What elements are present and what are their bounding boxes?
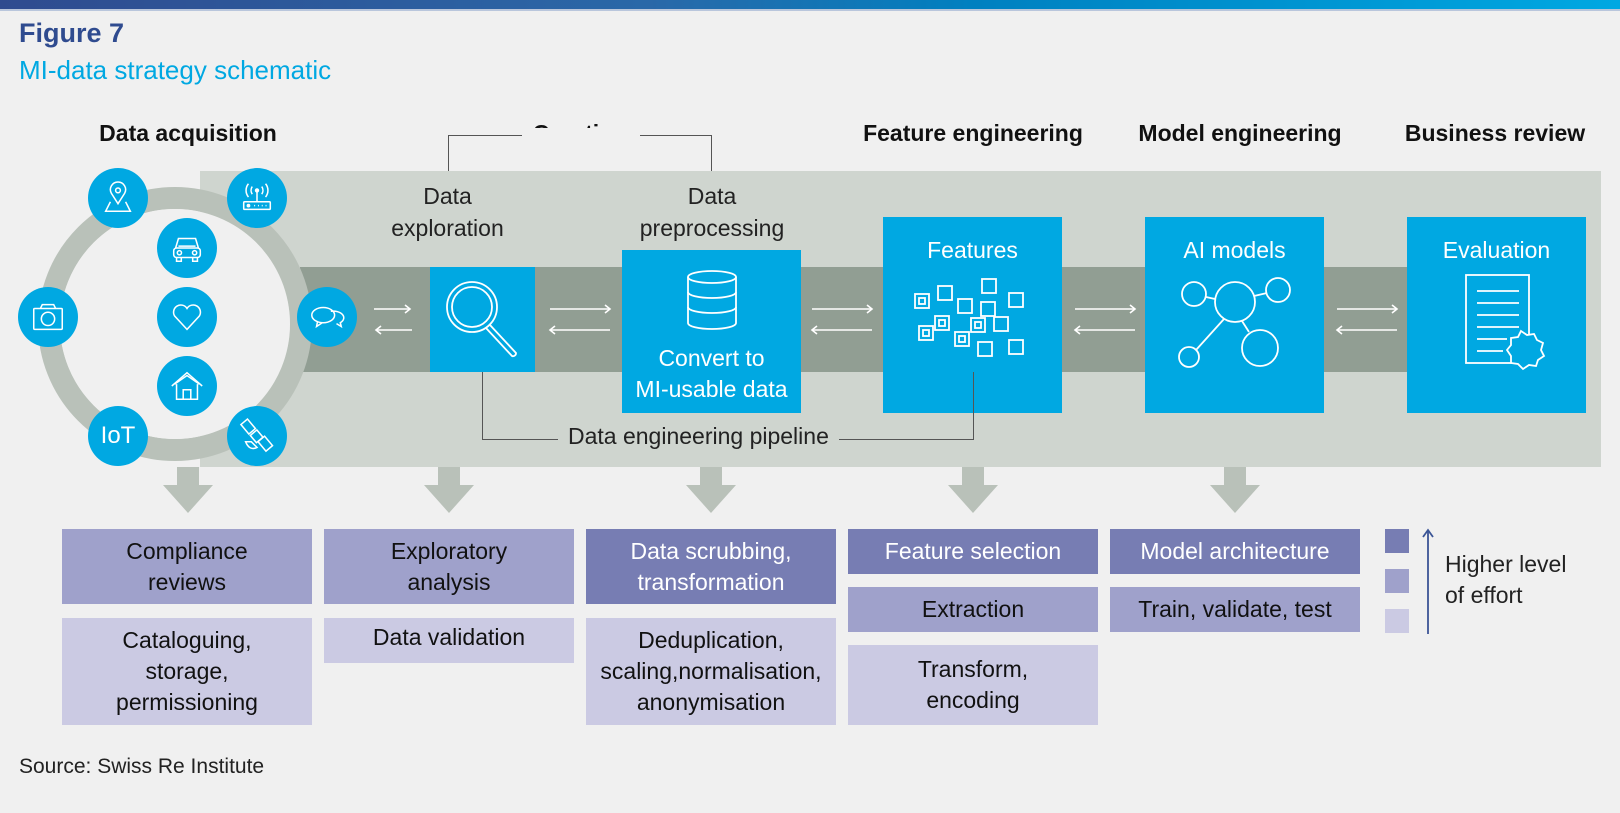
legend-swatch-high [1385, 529, 1409, 553]
chat-bubbles-icon [297, 287, 357, 347]
map-pin-icon [88, 168, 148, 228]
task-line: scaling,normalisation, [600, 658, 822, 684]
network-graph-icon [1178, 277, 1291, 368]
task-deduplication: Deduplication, scaling,normalisation, anon… [586, 618, 836, 725]
task-line: permissioning [116, 689, 258, 715]
task-line: Deduplication, [638, 627, 784, 653]
top-accent-bar [0, 0, 1620, 9]
top-accent-line [0, 9, 1620, 11]
task-transform-encoding: Transform, encoding [848, 645, 1098, 725]
task-line: analysis [407, 568, 491, 595]
task-line: storage, [145, 658, 229, 684]
figure-label: Figure 7 [19, 18, 125, 48]
curation-bracket-gap [522, 128, 640, 142]
task-line: Exploratory [390, 537, 508, 564]
task-line: encoding [926, 687, 1020, 713]
task-cataloguing: Cataloguing, storage, permissioning [62, 618, 312, 725]
convert-label-line2: MI-usable data [635, 376, 788, 402]
feature-squares-icon [914, 278, 1024, 357]
evaluation-box: Evaluation [1407, 217, 1586, 413]
task-line: transformation [637, 568, 785, 595]
iot-label: IoT [100, 422, 136, 449]
bidirectional-arrow-2 [548, 302, 612, 341]
legend-swatch-low [1385, 609, 1409, 633]
task-line: Data validation [372, 624, 526, 650]
bidirectional-arrow-4 [1073, 302, 1137, 341]
satellite-icon [227, 406, 287, 466]
evaluation-label: Evaluation [1442, 237, 1551, 263]
legend-line1: Higher level [1445, 551, 1567, 577]
task-feature-selection: Feature selection [848, 529, 1098, 574]
data-exploration-line2: exploration [391, 215, 504, 241]
legend-line2: of effort [1445, 582, 1523, 608]
figure-title: MI-data strategy schematic [19, 55, 332, 85]
data-exploration-box [430, 267, 535, 372]
task-line: anonymisation [636, 689, 786, 715]
task-line: Data scrubbing, [630, 537, 792, 564]
down-arrow-preprocessing [686, 467, 736, 513]
car-icon [157, 218, 217, 278]
pipeline-label: Data engineering pipeline [558, 423, 839, 450]
task-line: Extraction [921, 596, 1025, 622]
down-arrow-exploration [424, 467, 474, 513]
legend-swatch-medium [1385, 569, 1409, 593]
router-icon [227, 168, 287, 228]
data-preprocessing-line1: Data [687, 183, 737, 209]
bidirectional-arrow-5 [1335, 302, 1399, 341]
iot-icon: IoT [88, 406, 148, 466]
source-note: Source: Swiss Re Institute [19, 755, 265, 778]
task-line: Train, validate, test [1138, 596, 1332, 622]
ai-models-label: AI models [1183, 237, 1286, 263]
stage-heading-business-review: Business review [1404, 120, 1586, 146]
task-line: Feature selection [884, 538, 1062, 564]
task-extraction: Extraction [848, 587, 1098, 632]
task-line: Compliance [126, 537, 248, 564]
task-compliance-reviews: Compliance reviews [62, 529, 312, 604]
magnifier-icon [446, 281, 517, 358]
features-label: Features [927, 237, 1018, 263]
task-data-scrubbing: Data scrubbing, transformation [586, 529, 836, 604]
bidirectional-arrow-1 [372, 302, 414, 341]
convert-label-line1: Convert to [658, 345, 765, 371]
down-arrow-acquisition [163, 467, 213, 513]
ai-models-box: AI models [1145, 217, 1324, 413]
stage-heading-data-acquisition: Data acquisition [99, 120, 277, 146]
stage-heading-model-engineering: Model engineering [1138, 120, 1342, 146]
legend-label: Higher level of effort [1445, 549, 1566, 611]
down-arrow-models [1210, 467, 1260, 513]
task-line: Cataloguing, [122, 627, 252, 653]
task-line: reviews [148, 568, 226, 595]
data-preprocessing-box: Convert to MI-usable data [622, 250, 801, 413]
task-model-architecture: Model architecture [1110, 529, 1360, 574]
data-exploration-line1: Data [423, 183, 472, 209]
task-exploratory-analysis: Exploratory analysis [324, 529, 574, 604]
data-preprocessing-label: Data preprocessing [612, 180, 812, 244]
task-data-validation: Data validation [324, 618, 574, 663]
task-train-validate-test: Train, validate, test [1110, 587, 1360, 632]
down-arrow-features [948, 467, 998, 513]
bidirectional-arrow-3 [810, 302, 874, 341]
certificate-document-icon [1465, 274, 1546, 371]
task-line: Model architecture [1140, 538, 1330, 564]
task-line: Transform, [917, 656, 1029, 682]
camera-icon [18, 287, 78, 347]
database-icon [686, 270, 737, 330]
heart-icon [157, 287, 217, 347]
home-icon [157, 356, 217, 416]
features-box: Features [883, 217, 1062, 413]
data-preprocessing-line2: preprocessing [639, 215, 785, 241]
effort-arrow-icon [1422, 528, 1434, 634]
stage-heading-feature-engineering: Feature engineering [863, 120, 1083, 146]
data-exploration-label: Data exploration [370, 180, 525, 244]
